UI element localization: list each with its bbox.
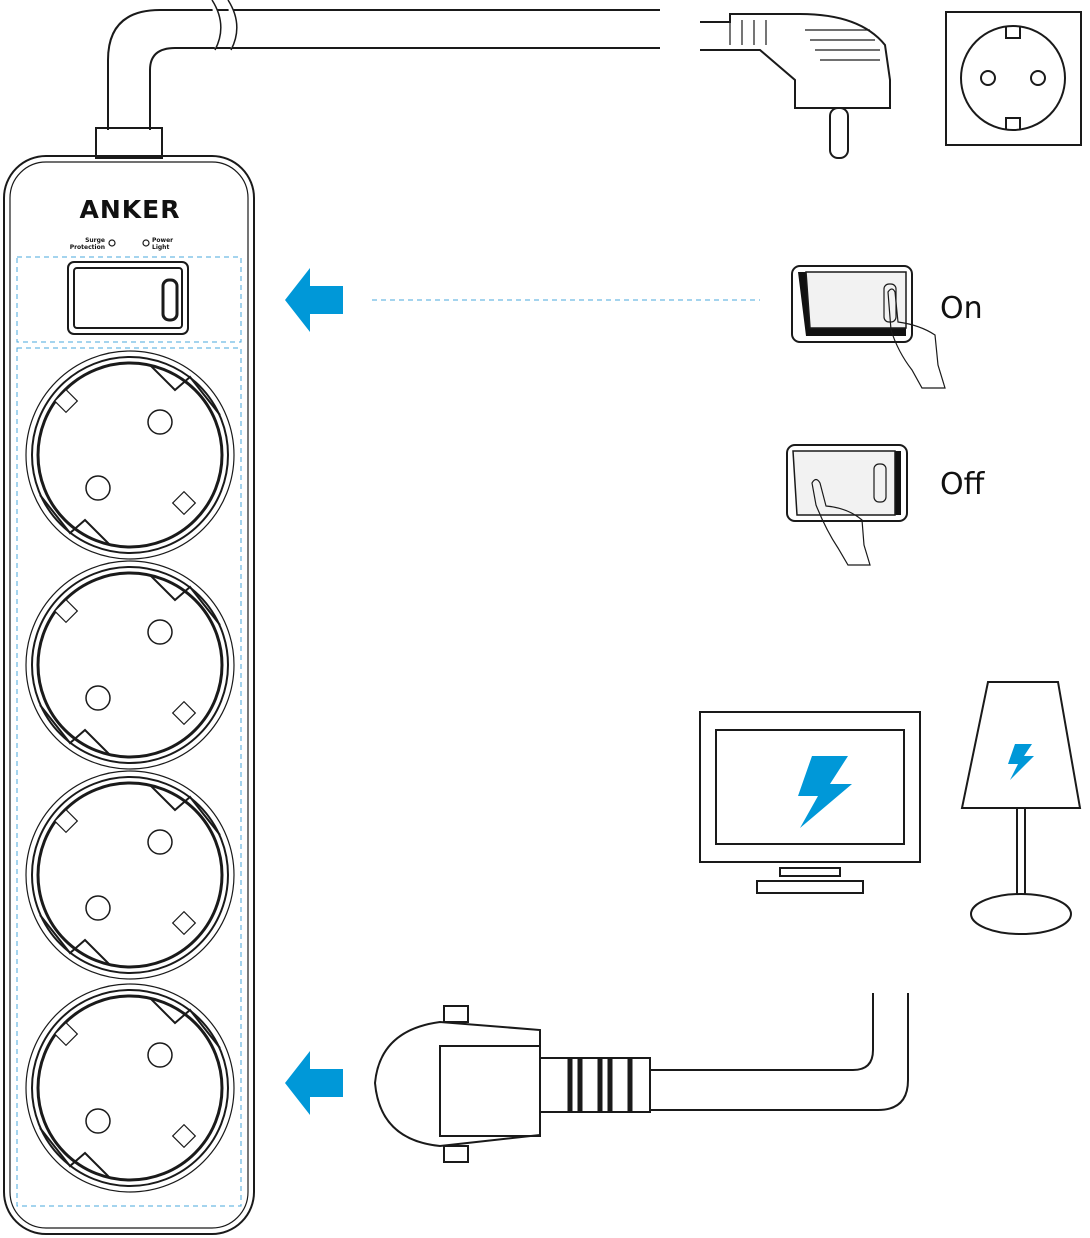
device-plug-icon <box>373 993 909 1163</box>
svg-text:Surge: Surge <box>85 237 105 244</box>
svg-text:Power: Power <box>152 237 173 244</box>
switch-on-illustration: On <box>791 265 983 389</box>
outlet-socket[interactable] <box>25 983 235 1193</box>
hand-pointer-icon <box>887 288 946 389</box>
svg-text:Light: Light <box>152 244 169 251</box>
outlet-socket[interactable] <box>25 350 235 560</box>
arrow-left-icon <box>285 268 343 332</box>
switch-highlight <box>16 256 242 343</box>
switch-off-illustration: Off <box>786 444 986 566</box>
power-strip: ANKER Surge Protection Power Light <box>3 155 255 1235</box>
surge-protection-indicator: Surge Protection <box>70 237 116 251</box>
outlet-socket[interactable] <box>25 560 235 770</box>
wall-outlet-icon <box>945 11 1082 146</box>
monitor-icon <box>699 711 921 894</box>
lightning-icon <box>1008 744 1034 780</box>
brand-logo: ANKER <box>80 195 181 224</box>
on-label: On <box>940 291 983 326</box>
outlet-socket[interactable] <box>25 770 235 980</box>
power-cable <box>95 0 660 159</box>
power-switch[interactable] <box>67 261 189 335</box>
sockets-highlight <box>16 347 242 1207</box>
wall-plug-icon <box>700 13 891 159</box>
lamp-icon <box>960 681 1082 935</box>
off-label: Off <box>940 467 986 502</box>
power-light-indicator: Power Light <box>142 237 173 251</box>
svg-text:Protection: Protection <box>70 244 105 251</box>
hand-pointer-icon <box>811 478 871 566</box>
lightning-icon <box>798 756 852 828</box>
arrow-left-icon <box>285 1051 343 1115</box>
